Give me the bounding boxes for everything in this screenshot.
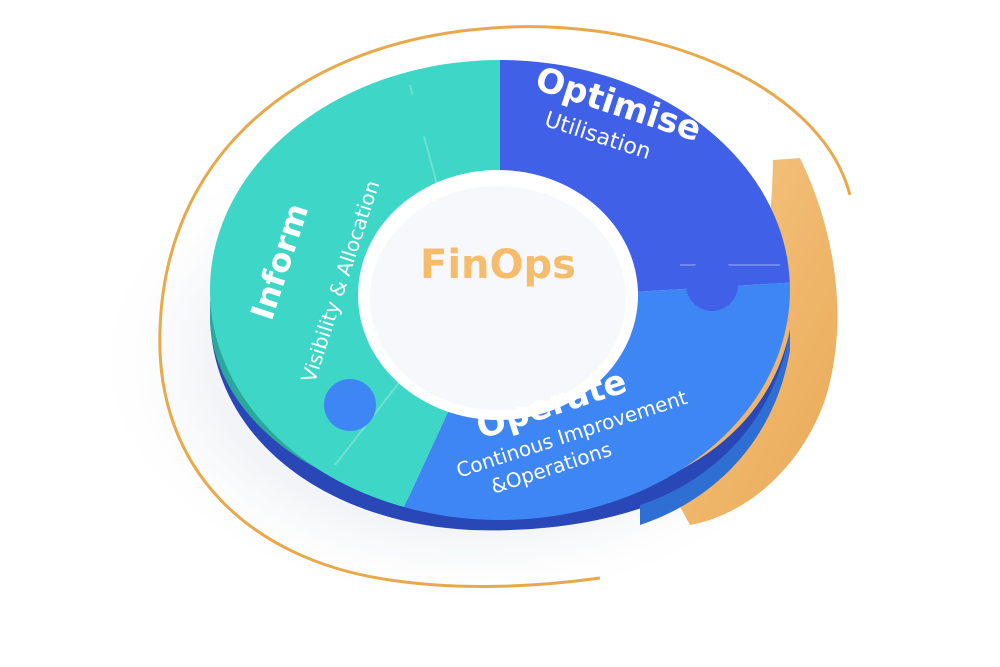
puzzle-knob-optimise [686, 259, 738, 311]
center-finops-label: FinOps [420, 242, 576, 288]
puzzle-knob-operate [324, 379, 376, 431]
center-hole-inner [370, 186, 626, 410]
puzzle-knob-inform [406, 86, 458, 138]
orbit-arc [158, 25, 852, 588]
